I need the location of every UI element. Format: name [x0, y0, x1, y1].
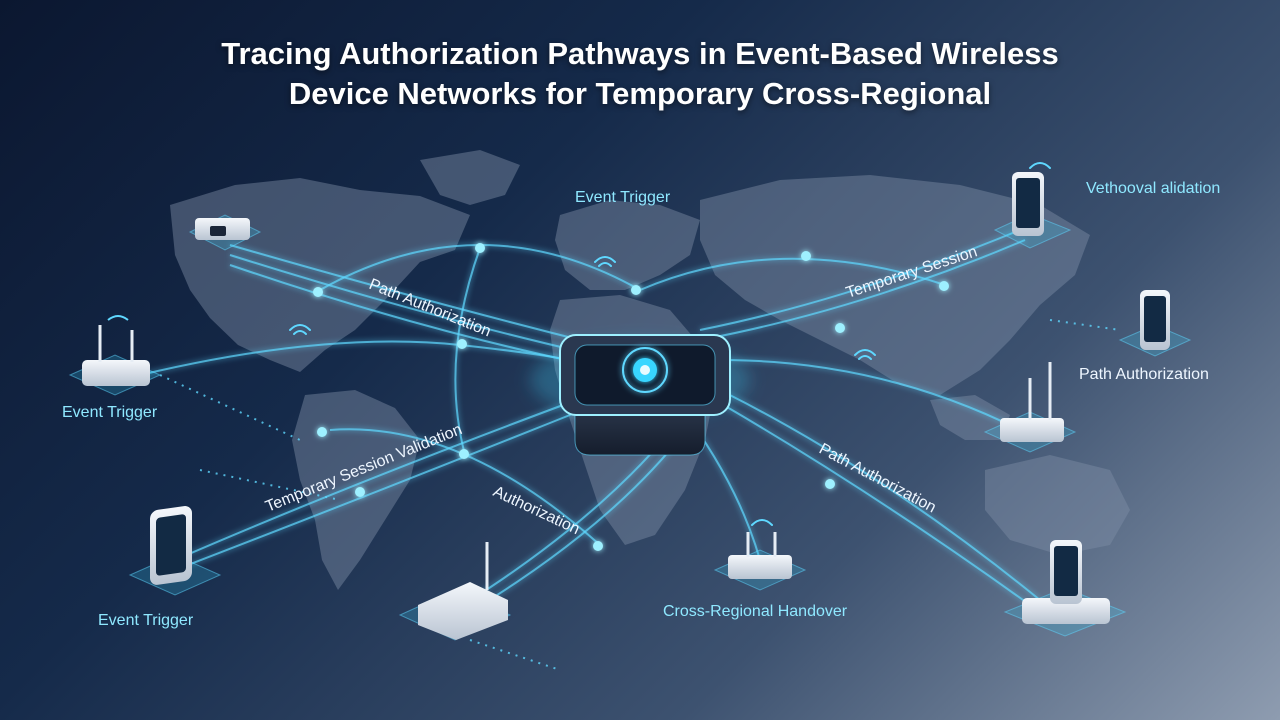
node-china [939, 281, 949, 291]
phone-left [130, 505, 220, 595]
label-path-authorization-se: Path Authorization [816, 441, 939, 517]
node-south-atlantic [459, 449, 469, 459]
link-left-router-to-hub [120, 342, 591, 380]
router-left [70, 316, 160, 395]
node-indian-ocean [825, 479, 835, 489]
router-cross-regional [715, 532, 805, 590]
node-europe [631, 285, 641, 295]
node-north-america [313, 287, 323, 297]
wifi-icon [108, 316, 128, 320]
node-caribbean [317, 427, 327, 437]
router-southeast-with-phone [1005, 540, 1125, 636]
label-path-authorization-nw: Path Authorization [367, 276, 494, 340]
label-authorization: Authorization [490, 483, 582, 538]
node-central-asia [835, 323, 845, 333]
label-cross-regional-handover: Cross-Regional Handover [663, 603, 848, 620]
label-event-trigger-bottom: Event Trigger [98, 612, 194, 629]
continent-greenland [420, 150, 520, 205]
phone-east [1120, 290, 1190, 356]
node-south-america [355, 487, 365, 497]
label-vethooval-alidation: Vethooval alidation [1086, 180, 1220, 197]
router-bottom [400, 542, 510, 640]
node-russia [801, 251, 811, 261]
label-event-trigger-top: Event Trigger [575, 189, 671, 206]
node-atlantic-north [475, 243, 485, 253]
wifi-icon-4 [1030, 163, 1050, 168]
label-path-authorization-east: Path Authorization [1079, 366, 1209, 383]
node-south-africa [593, 541, 603, 551]
dotted-link-3 [470, 640, 560, 670]
node-mid-atlantic [457, 339, 467, 349]
wifi-icon-5 [752, 520, 772, 525]
dotted-link-1 [160, 375, 300, 440]
central-hub [530, 335, 750, 455]
router-east [985, 362, 1075, 452]
label-event-trigger-left: Event Trigger [62, 404, 158, 421]
dotted-link-4 [1050, 320, 1120, 330]
